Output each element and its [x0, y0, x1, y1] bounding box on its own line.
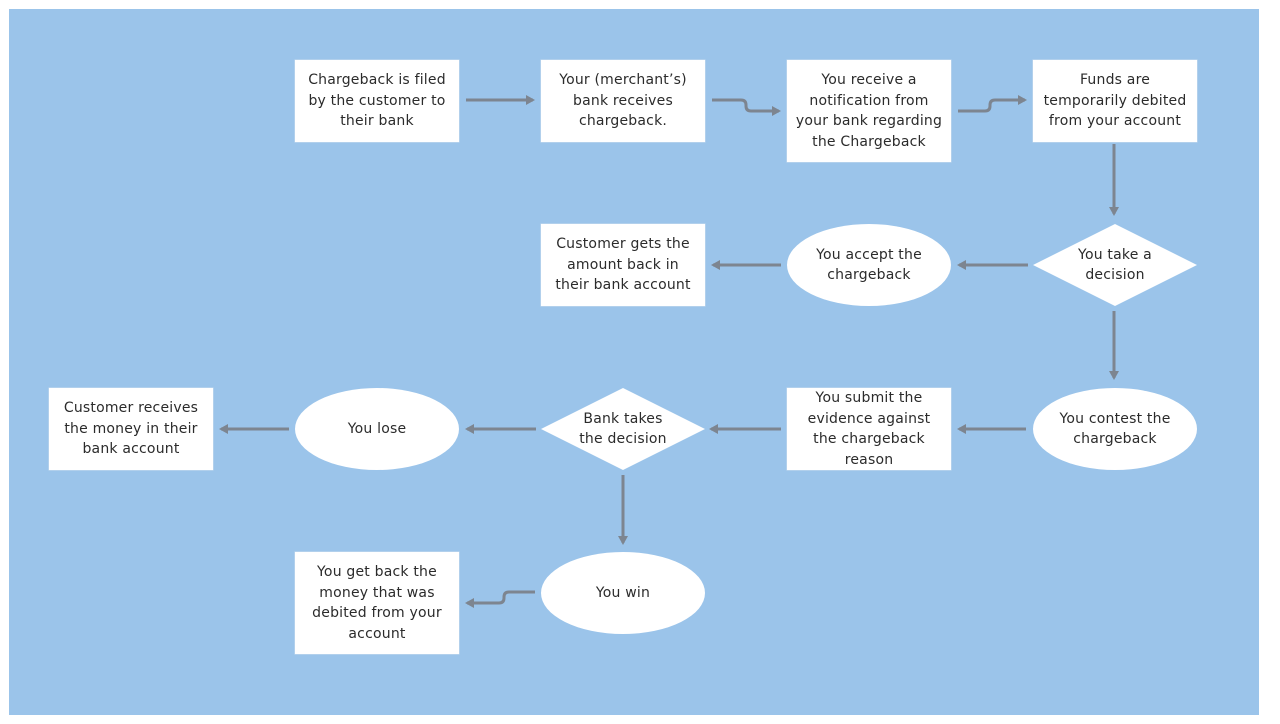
- node-submit-evidence: You submit the evidence against the char…: [787, 388, 951, 470]
- node-contest-chargeback-label: You contest the chargeback: [1059, 410, 1171, 448]
- node-funds-debited-label: Funds are temporarily debited from your …: [1043, 72, 1187, 130]
- node-get-money-back: You get back the money that was debited …: [295, 552, 459, 654]
- node-notification-label: You receive a notification from your ban…: [795, 72, 943, 150]
- node-funds-debited: Funds are temporarily debited from your …: [1033, 60, 1197, 142]
- node-customer-gets-amount: Customer gets the amount back in their b…: [541, 224, 705, 306]
- node-customer-receives-label: Customer receives the money in their ban…: [63, 400, 199, 458]
- node-get-money-back-label: You get back the money that was debited …: [312, 564, 442, 642]
- node-customer-gets-amount-label: Customer gets the amount back in their b…: [555, 236, 691, 294]
- node-contest-chargeback: You contest the chargeback: [1033, 388, 1197, 470]
- flowchart-canvas: Chargeback is filed by the customer to t…: [9, 9, 1259, 715]
- node-take-decision-label: You take a decision: [1078, 246, 1152, 284]
- node-bank-decision-label: Bank takes the decision: [579, 410, 667, 448]
- node-you-win-label: You win: [595, 584, 651, 601]
- node-bank-receives-label: Your (merchant’s) bank receives chargeba…: [559, 72, 687, 130]
- node-customer-receives: Customer receives the money in their ban…: [49, 388, 213, 470]
- arrow-bank-receives-to-notification: [712, 98, 781, 116]
- node-notification: You receive a notification from your ban…: [787, 60, 951, 162]
- node-you-win: You win: [541, 552, 705, 634]
- arrow-notification-to-debited: [958, 95, 1027, 113]
- node-chargeback-filed-label: Chargeback is filed by the customer to t…: [308, 72, 446, 130]
- node-take-decision: You take a decision: [1033, 224, 1197, 306]
- arrow-win-to-get-back: [465, 590, 535, 608]
- node-accept-chargeback: You accept the chargeback: [787, 224, 951, 306]
- diamond-shape: [1033, 224, 1197, 306]
- diamond-shape: [541, 388, 705, 470]
- node-accept-chargeback-label: You accept the chargeback: [816, 246, 922, 284]
- node-chargeback-filed: Chargeback is filed by the customer to t…: [295, 60, 459, 142]
- node-you-lose-label: You lose: [347, 420, 407, 437]
- node-submit-evidence-label: You submit the evidence against the char…: [807, 390, 931, 468]
- node-bank-decision: Bank takes the decision: [541, 388, 705, 470]
- connector-layer: [219, 95, 1119, 608]
- node-you-lose: You lose: [295, 388, 459, 470]
- node-bank-receives: Your (merchant’s) bank receives chargeba…: [541, 60, 705, 142]
